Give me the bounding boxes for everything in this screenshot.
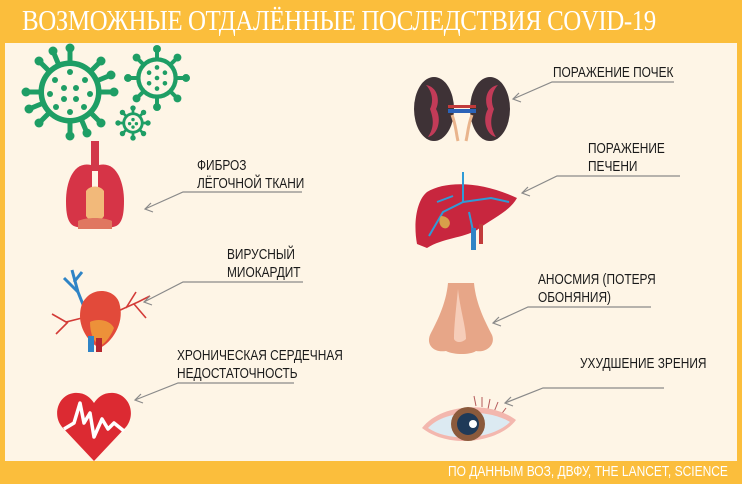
eye-icon bbox=[422, 395, 516, 442]
nose-icon bbox=[428, 283, 493, 354]
footer-bar: ПО ДАННЫМ ВОЗ, ДВФУ, THE LANCET, SCIENCE bbox=[0, 461, 742, 484]
lungs-icon bbox=[66, 141, 124, 229]
virus-icon bbox=[124, 45, 190, 111]
virus-icon bbox=[115, 105, 151, 141]
label-vision-loss: УХУДШЕНИЕ ЗРЕНИЯ bbox=[580, 356, 707, 372]
label-lung-fibrosis: ФИБРОЗ ЛЁГОЧНОЙ ТКАНИ bbox=[197, 158, 305, 192]
label-heart-failure: ХРОНИЧЕСКАЯ СЕРДЕЧНАЯ НЕДОСТАТОЧНОСТЬ bbox=[177, 348, 343, 382]
virus-icon bbox=[21, 43, 119, 141]
page-title: ВОЗМОЖНЫЕ ОТДАЛЁННЫЕ ПОСЛЕДСТВИЯ COVID-1… bbox=[22, 5, 656, 37]
liver-icon bbox=[415, 172, 517, 250]
label-myocarditis: ВИРУСНЫЙ МИОКАРДИТ bbox=[227, 247, 301, 281]
heart-organ-icon bbox=[51, 269, 151, 352]
kidneys-icon bbox=[414, 77, 510, 142]
header-bar: ВОЗМОЖНЫЕ ОТДАЛЁННЫЕ ПОСЛЕДСТВИЯ COVID-1… bbox=[0, 0, 742, 43]
label-kidney-damage: ПОРАЖЕНИЕ ПОЧЕК bbox=[553, 65, 674, 81]
label-anosmia: АНОСМИЯ (ПОТЕРЯ ОБОНЯНИЯ) bbox=[538, 272, 656, 306]
content-panel bbox=[5, 43, 737, 461]
label-liver-damage: ПОРАЖЕНИЕ ПЕЧЕНИ bbox=[588, 141, 665, 175]
heart-pulse-icon bbox=[57, 392, 131, 461]
source-credit: ПО ДАННЫМ ВОЗ, ДВФУ, THE LANCET, SCIENCE bbox=[448, 463, 728, 480]
